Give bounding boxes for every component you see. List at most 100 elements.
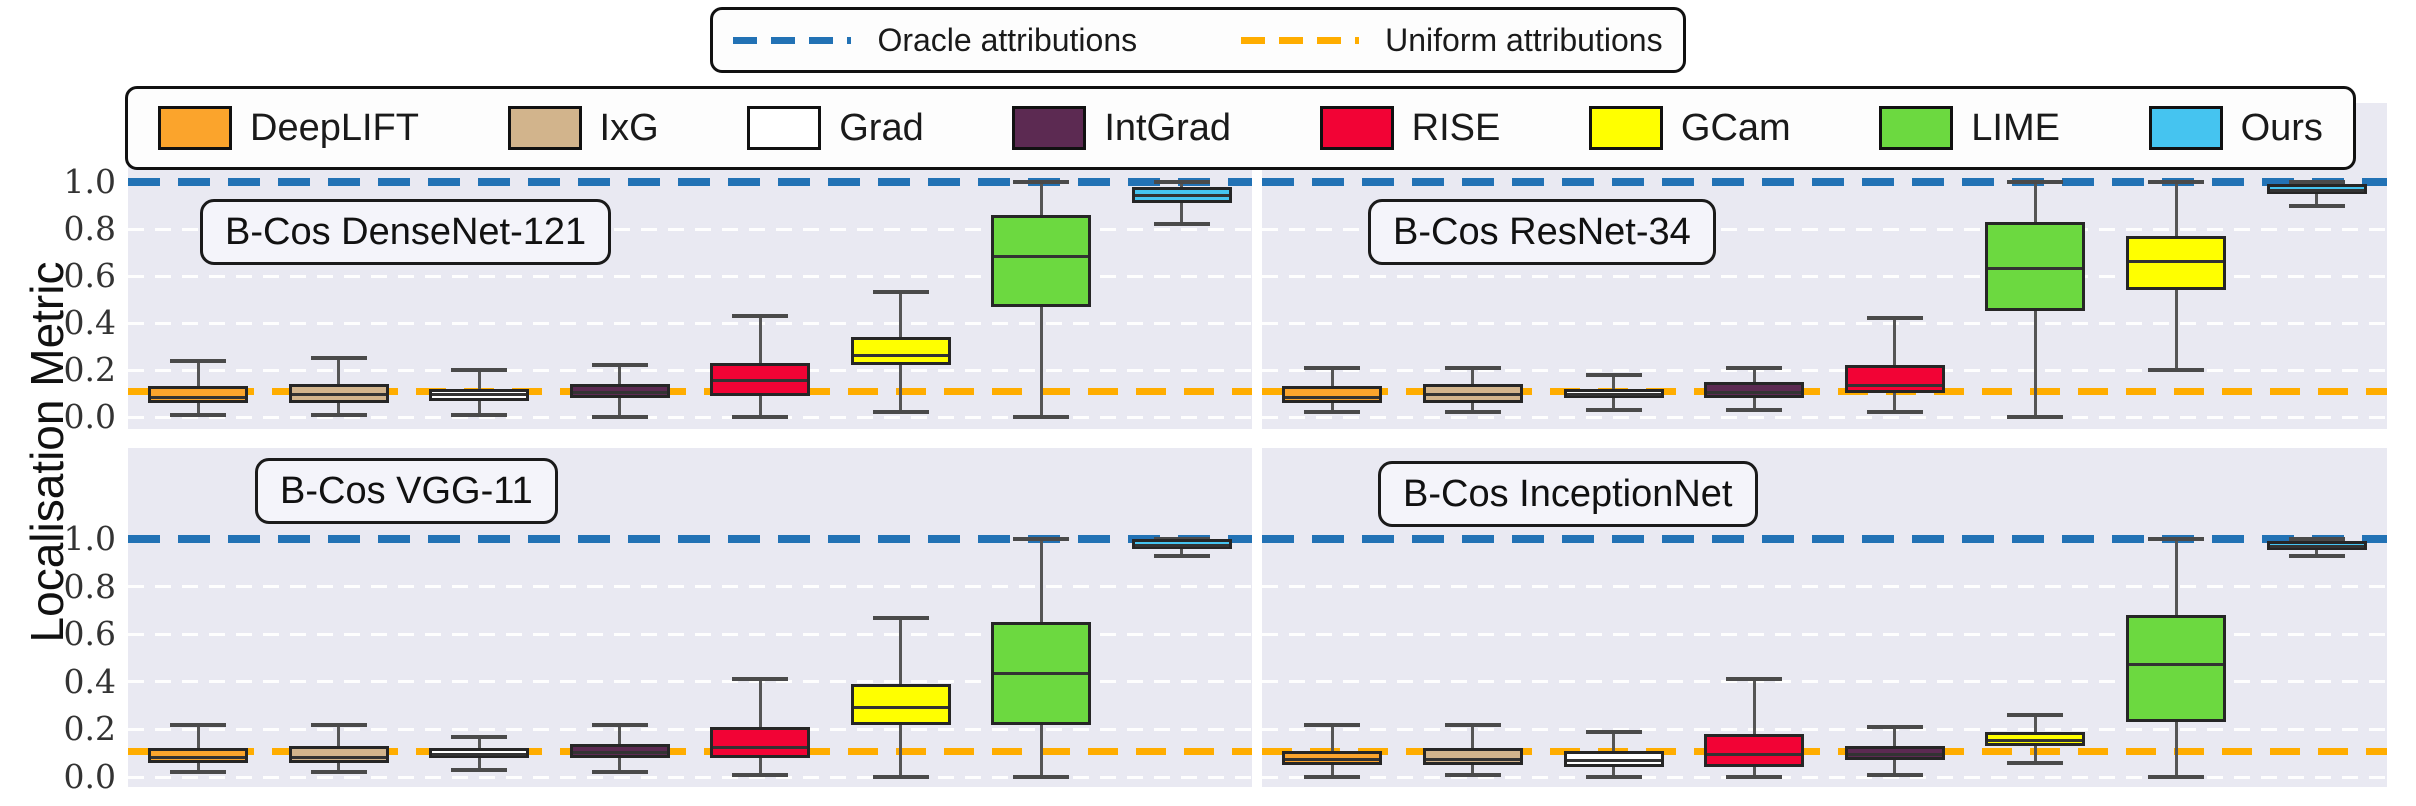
uniform-attributions-line <box>128 748 1252 756</box>
whisker-cap-low-Grad <box>451 767 508 772</box>
ytick-label-1.0: 1.0 <box>63 519 116 558</box>
Grad-legend-label: Grad <box>839 106 924 149</box>
box-IntGrad <box>1704 381 1805 399</box>
uniform-attributions-line <box>1262 388 2387 396</box>
whisker-cap-high-LIME <box>1013 180 1070 184</box>
DeepLIFT-legend-label: DeepLIFT <box>250 106 419 149</box>
method-legend-entry-Grad: Grad <box>747 106 924 150</box>
whisker-cap-high-IxG <box>310 356 367 361</box>
gridline-0.8 <box>1262 585 2387 589</box>
RISE-color-patch <box>1319 106 1394 150</box>
median-LIME <box>994 254 1089 258</box>
gridline-0.8 <box>128 585 1252 589</box>
median-RISE <box>1707 753 1802 757</box>
gridline-0.4 <box>128 680 1252 684</box>
DeepLIFT-color-patch <box>158 106 232 150</box>
method-legend-entry-IntGrad: IntGrad <box>1012 106 1231 150</box>
box-Ours <box>2266 184 2367 194</box>
whisker-cap-low-Grad <box>1585 775 1642 779</box>
box-IxG <box>288 746 389 763</box>
ytick-label-0.6: 0.6 <box>63 256 116 295</box>
median-IntGrad <box>1847 753 1942 757</box>
gridline-0.4 <box>1262 321 2387 325</box>
whisker-cap-low-Grad <box>1585 407 1642 412</box>
whisker-cap-low-RISE <box>1726 775 1783 779</box>
whisker-cap-high-IntGrad <box>591 363 648 368</box>
median-Grad <box>432 753 527 757</box>
box-DeepLIFT <box>1282 750 1383 766</box>
whisker-cap-high-IntGrad <box>591 722 648 727</box>
gridline-0.6 <box>128 632 1252 636</box>
IntGrad-legend-label: IntGrad <box>1104 106 1232 149</box>
box-GCam <box>2126 236 2227 291</box>
whisker-cap-high-DeepLIFT <box>170 358 227 363</box>
whisker-cap-low-LIME <box>1013 775 1070 779</box>
whisker-cap-low-IntGrad <box>1726 407 1783 412</box>
whisker-cap-low-GCam <box>872 775 929 779</box>
box-Grad <box>429 388 530 401</box>
whisker-cap-low-DeepLIFT <box>170 770 227 775</box>
box-IxG <box>288 384 389 403</box>
whisker-cap-high-IxG <box>1444 722 1501 727</box>
whisker-cap-low-RISE <box>732 772 789 777</box>
whisker-cap-high-LIME <box>1013 537 1070 541</box>
gridline-0.4 <box>1262 680 2387 684</box>
box-IntGrad <box>569 384 670 399</box>
line-legend-entry-oracle: Oracle attributions <box>733 22 1137 59</box>
median-IxG <box>1425 757 1520 761</box>
median-Grad <box>1566 393 1661 397</box>
oracle-attributions-line <box>128 535 1252 543</box>
whisker-cap-high-GCam <box>872 290 929 295</box>
box-GCam <box>850 337 951 366</box>
ytick-label-0.6: 0.6 <box>63 614 116 654</box>
median-IxG <box>291 393 386 397</box>
subplot-3: B-Cos InceptionNet <box>1262 448 2387 787</box>
whisker-cap-low-Ours <box>1153 222 1210 227</box>
box-RISE <box>1844 365 1945 394</box>
whisker-cap-high-Ours <box>1153 180 1210 184</box>
gridline-0 <box>128 775 1252 779</box>
IxG-legend-label: IxG <box>599 106 659 149</box>
median-RISE <box>713 379 808 383</box>
box-IxG <box>1422 384 1523 403</box>
whisker-cap-high-GCam <box>2007 713 2064 718</box>
whisker-cap-low-IxG <box>310 412 367 417</box>
ytick-label-0.4: 0.4 <box>63 303 116 342</box>
whisker-cap-low-LIME <box>2007 415 2064 419</box>
box-GCam <box>850 684 951 725</box>
whisker-cap-low-GCam <box>2148 368 2205 372</box>
Ours-legend-label: Ours <box>2240 106 2323 149</box>
panel-title-3: B-Cos InceptionNet <box>1378 461 1758 527</box>
whisker-RISE <box>1752 679 1756 777</box>
gridline-0.6 <box>1262 274 2387 278</box>
uniform-attributions-line <box>128 388 1252 396</box>
box-Grad <box>1563 750 1664 768</box>
median-RISE <box>1847 384 1942 388</box>
whisker-cap-high-GCam <box>872 615 929 620</box>
whisker-cap-high-Grad <box>451 734 508 739</box>
median-GCam <box>853 353 948 357</box>
Ours-color-patch <box>2148 106 2223 150</box>
method-legend-entry-RISE: RISE <box>1319 106 1500 150</box>
median-DeepLIFT <box>1285 395 1380 399</box>
whisker-cap-high-Ours <box>2288 537 2345 541</box>
ytick-label-0.4: 0.4 <box>63 661 116 701</box>
whisker-cap-low-LIME <box>2148 775 2205 779</box>
gridline-0.6 <box>128 274 1252 278</box>
gridline-0 <box>1262 415 2387 419</box>
oracle-attributions-line <box>1262 535 2387 543</box>
ytick-label-0.2: 0.2 <box>63 350 116 389</box>
whisker-cap-low-IntGrad <box>1866 772 1923 777</box>
box-GCam <box>1985 731 2086 747</box>
whisker-cap-high-IntGrad <box>1866 725 1923 730</box>
whisker-cap-low-RISE <box>732 415 789 419</box>
whisker-cap-high-RISE <box>732 313 789 318</box>
box-DeepLIFT <box>148 386 249 403</box>
method-legend-entry-DeepLIFT: DeepLIFT <box>158 106 419 150</box>
ytick-label-1.0: 1.0 <box>63 162 116 201</box>
whisker-Ours <box>1180 182 1184 225</box>
box-RISE <box>710 362 811 396</box>
whisker-cap-high-RISE <box>732 677 789 682</box>
